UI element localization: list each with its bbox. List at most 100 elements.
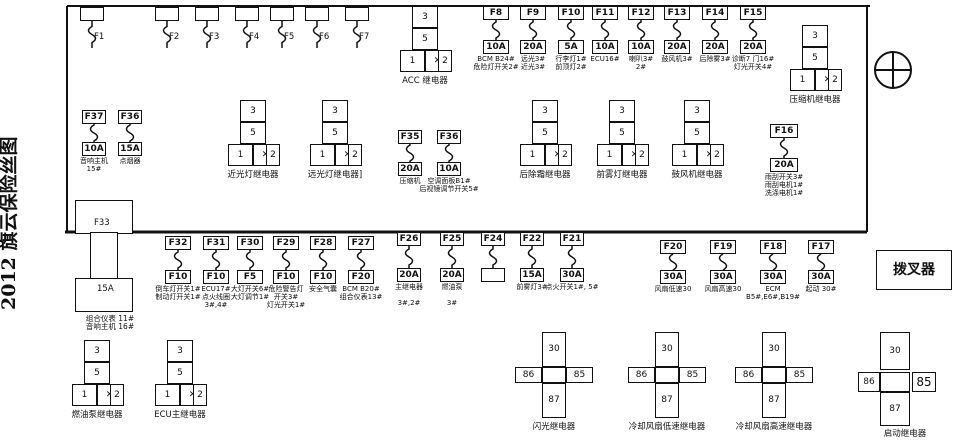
fuse-rating-tab: F20 bbox=[348, 270, 374, 284]
fuse-caption: 压缩机 bbox=[399, 177, 421, 185]
fuse-caption: 喇叭3#2# bbox=[628, 55, 654, 71]
relay-pin: 3 bbox=[684, 100, 710, 122]
relay-pin: 5 bbox=[322, 122, 348, 144]
relay-pin: 5 bbox=[240, 122, 266, 144]
relay-pin: 5 bbox=[532, 122, 558, 144]
fuse-wire bbox=[404, 246, 414, 268]
relay-pin: 3 bbox=[609, 100, 635, 122]
fuse-caption: BCM B24#危险灯开关2# bbox=[473, 55, 519, 71]
fuse-rating-tab: 10A bbox=[483, 40, 509, 54]
relay-pin: 1 bbox=[310, 144, 335, 166]
relay-pin: 3 bbox=[532, 100, 558, 122]
fuse-name-tab: F12 bbox=[628, 6, 654, 20]
fuse-rating-tab: F10 bbox=[273, 270, 299, 284]
relay-pin: 1 bbox=[400, 50, 425, 72]
fuse-top-tab bbox=[155, 7, 179, 21]
fuse-wire bbox=[242, 21, 252, 48]
fuse-rating-tab: 15A bbox=[520, 268, 544, 282]
fuse-wire bbox=[710, 20, 720, 40]
relay-pin: 2 bbox=[558, 144, 572, 166]
fuse-wire bbox=[173, 250, 183, 270]
relay-pin: 3 bbox=[240, 100, 266, 122]
relay-pin: 1 bbox=[228, 144, 253, 166]
fuse-name-tab: F26 bbox=[397, 232, 421, 246]
fuse-wire bbox=[245, 250, 255, 270]
cross-relay-label: 闪光继电器 bbox=[532, 422, 576, 432]
relay-pin: 3 bbox=[322, 100, 348, 122]
fuse-rating-tab: 20A bbox=[440, 268, 464, 282]
fuse-label: F6 bbox=[319, 32, 330, 42]
fuse-rating-tab: 20A bbox=[664, 40, 690, 54]
cross-center bbox=[762, 367, 786, 383]
relay-pin: 5 bbox=[609, 122, 635, 144]
fuse-label: F4 bbox=[249, 32, 260, 42]
fuse-rating-tab: 20A bbox=[398, 162, 422, 176]
fuse-wire bbox=[87, 21, 97, 48]
fuse-name-tab: F25 bbox=[440, 232, 464, 246]
cross-pin-86: 86 bbox=[735, 367, 762, 383]
fuse-rating-tab: 30A bbox=[760, 270, 786, 284]
fuse-name-tab: F36 bbox=[437, 130, 461, 144]
fuse-name-tab: F24 bbox=[481, 232, 505, 246]
fuse-wire bbox=[211, 250, 221, 270]
fuse-name-tab: F22 bbox=[520, 232, 544, 246]
relay-pin: 1 bbox=[72, 384, 97, 406]
fuse-rating-tab: 20A bbox=[740, 40, 766, 54]
fuse-rating-tab: 20A bbox=[702, 40, 728, 54]
fuse-wire bbox=[356, 250, 366, 270]
relay-pin: 5 bbox=[684, 122, 710, 144]
fuse-name-tab: F10 bbox=[558, 6, 584, 20]
fuse-rating-tab: 10A bbox=[592, 40, 618, 54]
fuse-name-tab: F8 bbox=[483, 6, 509, 20]
fuse-wire bbox=[768, 253, 778, 271]
relay-label: ECU主继电器 bbox=[154, 410, 206, 420]
fuse-rating-tab: F10 bbox=[203, 270, 229, 284]
cross-relay-label: 冷却风扇高速继电器 bbox=[735, 422, 813, 432]
fuse-name-tab: F31 bbox=[203, 236, 229, 250]
starter-pin-87: 87 bbox=[880, 392, 910, 426]
fuse-wire bbox=[162, 21, 172, 48]
fuse-caption: ECU16# bbox=[590, 55, 620, 63]
fuse-name-tab: F36 bbox=[118, 110, 142, 124]
fuse-wire bbox=[352, 21, 362, 48]
fuse-caption: 空调面板B1#后视镜调节开关5# bbox=[419, 177, 479, 193]
fuse-name-tab: F32 bbox=[165, 236, 191, 250]
starter-pin-86: 86 bbox=[858, 372, 880, 392]
relay-pin: 3 bbox=[802, 25, 828, 47]
fuse-caption: 风扇低速30 bbox=[654, 285, 692, 293]
fuse-wire bbox=[277, 21, 287, 48]
relay-pin: 2 bbox=[635, 144, 649, 166]
fuse-name-tab: F30 bbox=[237, 236, 263, 250]
fuse-rating-tab: 30A bbox=[560, 268, 584, 282]
fuse-wire bbox=[718, 253, 728, 271]
fuse-rating-tab: 30A bbox=[710, 270, 736, 284]
relay-label: ACC 继电器 bbox=[402, 76, 448, 86]
relay-pin: 2 bbox=[828, 69, 842, 91]
fuse-label: F5 bbox=[284, 32, 295, 42]
fuse-top-tab bbox=[195, 7, 219, 21]
fuse-wire bbox=[491, 20, 501, 40]
fuse-label: F7 bbox=[359, 32, 370, 42]
fuse-name-tab: F21 bbox=[560, 232, 584, 246]
fuse-rating-tab: 10A bbox=[82, 142, 106, 156]
fuse-name-tab: F20 bbox=[660, 240, 686, 254]
cross-relay-label: 冷却风扇低速继电器 bbox=[628, 422, 706, 432]
fuse-name-tab: F17 bbox=[808, 240, 834, 254]
fuse-wire bbox=[318, 250, 328, 270]
relay-pin: 1 bbox=[790, 69, 815, 91]
fuse-caption: 行李灯1#前顶灯2# bbox=[555, 55, 587, 71]
fuse-rating-tab: 30A bbox=[808, 270, 834, 284]
fuse-name-tab: F37 bbox=[82, 110, 106, 124]
page-title: 2012 旗云保险丝图 bbox=[0, 136, 20, 311]
fuse-caption: 雨刮开关3#雨刮电机1#洗涤电机1# bbox=[764, 173, 804, 197]
relay-label: 前雾灯继电器 bbox=[596, 170, 648, 180]
relay-pin: 2 bbox=[266, 144, 280, 166]
fuse-name-tab: F27 bbox=[348, 236, 374, 250]
fuse-caption: 风扇高速30 bbox=[704, 285, 742, 293]
relay-pin: 3 bbox=[167, 340, 193, 362]
relay-label: 后除霜继电器 bbox=[519, 170, 571, 180]
fuse-caption: 安全气囊 bbox=[309, 285, 337, 293]
starter-center bbox=[880, 372, 910, 392]
fuse-rating-tab: F5 bbox=[237, 270, 263, 284]
